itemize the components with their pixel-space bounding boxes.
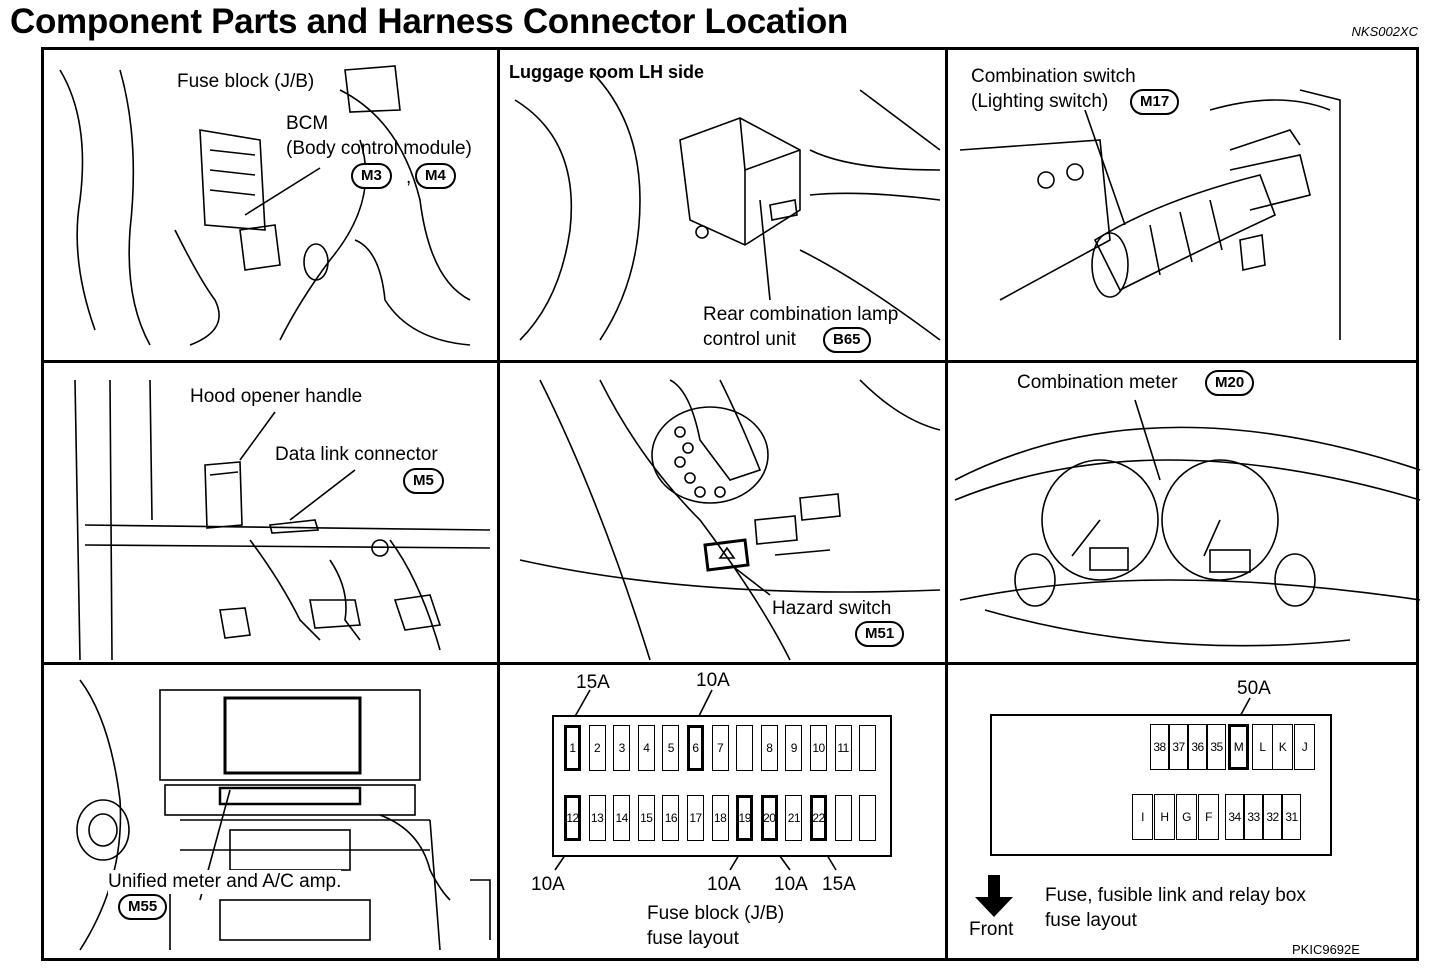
fuse-block-caption: Fuse block (J/B) [647,903,785,924]
relay-slot: J [1294,724,1315,770]
rear-combination-lamp-label: Rear combination lamp [703,304,899,325]
relay-slot: 32 [1263,794,1282,840]
connector-m4-badge: M4 [415,163,456,189]
unified-meter-label: Unified meter and A/C amp. [108,870,342,894]
relay-slot: G [1176,794,1197,840]
document-code: NKS002XC [1351,24,1418,39]
diagram-frame [41,47,1419,961]
amp-rating-10a: 10A [707,874,741,895]
fuse-slot: 6 [687,725,704,771]
amp-rating-10a: 10A [774,874,808,895]
relay-slot: 38 [1150,724,1169,770]
data-link-connector-label: Data link connector [275,444,438,465]
fuse-slot: 20 [760,795,778,841]
connector-b65-badge: B65 [823,327,871,353]
relay-slot: L [1252,724,1273,770]
relay-box-caption: Fuse, fusible link and relay box [1045,885,1306,906]
grid-divider [945,47,948,961]
fuse-slot [859,725,877,771]
relay-slot: F [1198,794,1219,840]
fuse-slot: 13 [588,795,606,841]
connector-m3-badge: M3 [351,163,392,189]
fuse-slot: 17 [687,795,704,841]
fuse-slot [736,725,754,771]
grid-divider [41,662,1419,665]
amp-rating-50a: 50A [1237,678,1271,699]
fuse-slot: 8 [760,725,778,771]
fuse-slot: 16 [662,795,680,841]
grid-divider [41,360,1419,363]
amp-rating-10a: 10A [696,670,730,691]
fuse-slot: 21 [785,795,803,841]
fuse-slot: 3 [613,725,631,771]
fuse-slot: 10 [810,725,827,771]
fuse-slot: 4 [637,725,655,771]
fuse-slot: 18 [711,795,729,841]
connector-m17-badge: M17 [1130,89,1180,115]
amp-rating-15a: 15A [822,874,856,895]
fuse-slot: 9 [785,725,803,771]
fuse-slot: 11 [834,725,852,771]
fuse-slot: 15 [637,795,655,841]
relay-slot: M [1228,724,1249,770]
relay-slot: 33 [1244,794,1263,840]
connector-m55-badge: M55 [118,894,168,920]
relay-slot: 35 [1207,724,1226,770]
fuse-slot: 7 [711,725,729,771]
bcm-label: BCM [286,113,329,134]
fuse-slot [834,795,852,841]
amp-rating-10a: 10A [531,874,565,895]
fuse-slot: 2 [588,725,606,771]
fuse-slot: 22 [810,795,827,841]
relay-slot: 36 [1188,724,1207,770]
fuse-slot: 19 [736,795,754,841]
combination-meter-label: Combination meter [1017,372,1178,393]
fuse-slot: 5 [662,725,680,771]
relay-slot: H [1154,794,1175,840]
fuse-slot [859,795,877,841]
bcm-description: (Body control module) [286,138,472,159]
fuse-block-label: Fuse block (J/B) [177,71,315,92]
relay-slot: 37 [1169,724,1188,770]
fuse-slot: 1 [564,725,581,771]
fuse-layout-caption: fuse layout [647,928,739,949]
connector-m20-badge: M20 [1205,370,1255,396]
connector-m5-badge: M5 [403,468,444,494]
hazard-switch-label: Hazard switch [772,598,892,619]
figure-code: PKIC9692E [1292,942,1360,957]
hood-opener-label: Hood opener handle [190,386,363,407]
grid-divider [497,47,500,961]
connector-m51-badge: M51 [855,621,905,647]
connector-separator: , [406,167,412,188]
amp-rating-15a: 15A [576,672,610,693]
lighting-switch-label: (Lighting switch) [971,91,1109,112]
combination-switch-label: Combination switch [971,66,1136,87]
relay-slot: I [1132,794,1153,840]
fuse-slot: 14 [613,795,631,841]
control-unit-label: control unit [703,329,796,350]
relay-slot: K [1272,724,1293,770]
page-title: Component Parts and Harness Connector Lo… [10,2,848,41]
fuse-slot: 12 [564,795,581,841]
relay-slot: 31 [1282,794,1301,840]
front-label: Front [969,919,1014,940]
luggage-room-heading: Luggage room LH side [509,62,705,82]
relay-box-layout-caption: fuse layout [1045,910,1137,931]
relay-slot: 34 [1225,794,1244,840]
